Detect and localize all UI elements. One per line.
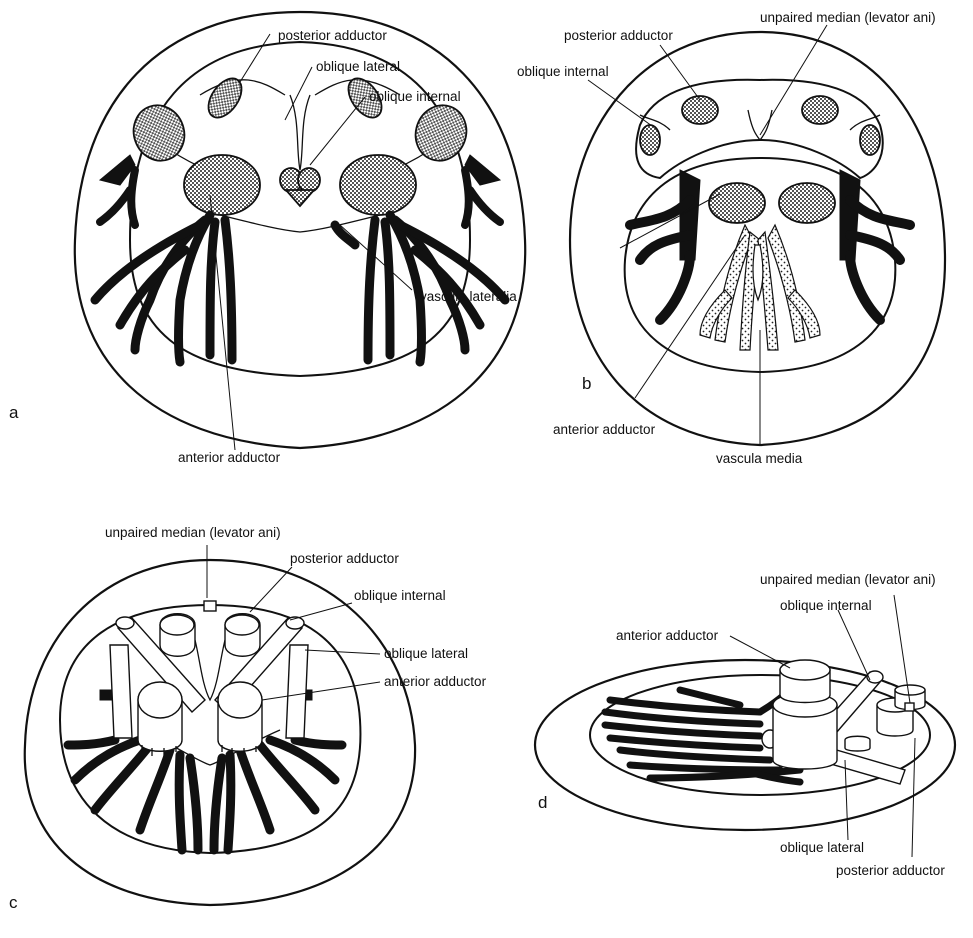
panel-a-label-vascula-lateralia: vascula lateralia — [420, 289, 517, 304]
panel-c-label-oblique-internal: oblique internal — [354, 588, 446, 603]
panel-b-label-unpaired-median: unpaired median (levator ani) — [760, 10, 936, 25]
panel-d: unpaired median (levator ani) oblique in… — [535, 572, 955, 878]
panel-b-anterior-adductor-left — [709, 183, 765, 223]
panel-b-label-oblique-internal: oblique internal — [517, 64, 609, 79]
panel-b-posterior-adductor-right — [802, 96, 838, 124]
panel-a-label-oblique-internal: oblique internal — [369, 89, 461, 104]
panel-b-label-anterior-adductor: anterior adductor — [553, 422, 656, 437]
panel-a-anterior-adductor-right — [298, 168, 320, 192]
panel-d-unpaired-median — [905, 703, 914, 711]
panel-d-label-oblique-lateral: oblique lateral — [780, 840, 864, 855]
panel-d-label-unpaired-median: unpaired median (levator ani) — [760, 572, 936, 587]
panel-d-label-anterior-adductor: anterior adductor — [616, 628, 719, 643]
panel-c-oblique-lateral-right — [286, 645, 308, 738]
panel-a-oblique-internal-left — [184, 155, 260, 215]
panel-b-posterior-adductor-left — [682, 96, 718, 124]
panel-c-label-posterior-adductor: posterior adductor — [290, 551, 399, 566]
panel-b-oblique-internal-right — [860, 125, 880, 155]
panel-c-oblique-lateral-left — [110, 645, 132, 738]
panel-a-label-posterior-adductor: posterior adductor — [278, 28, 387, 43]
panel-c-letter: c — [9, 893, 18, 912]
panel-d-label-posterior-adductor: posterior adductor — [836, 863, 945, 878]
panel-c: unpaired median (levator ani) posterior … — [9, 525, 487, 912]
panel-b-oblique-internal-left — [640, 125, 660, 155]
panel-c-label-oblique-lateral: oblique lateral — [384, 646, 468, 661]
panel-b-letter: b — [582, 374, 591, 393]
panel-c-label-anterior-adductor: anterior adductor — [384, 674, 487, 689]
panel-b: posterior adductor unpaired median (leva… — [517, 10, 945, 466]
panel-a-letter: a — [9, 403, 19, 422]
panel-c-label-unpaired-median: unpaired median (levator ani) — [105, 525, 281, 540]
panel-a: posterior adductor oblique lateral obliq… — [9, 12, 525, 465]
panel-b-anterior-adductor-right — [779, 183, 835, 223]
panel-d-letter: d — [538, 793, 547, 812]
panel-b-label-posterior-adductor: posterior adductor — [564, 28, 673, 43]
panel-a-label-oblique-lateral: oblique lateral — [316, 59, 400, 74]
panel-b-label-vascula-media: vascula media — [716, 451, 803, 466]
panel-a-oblique-internal-right — [340, 155, 416, 215]
panel-a-label-anterior-adductor: anterior adductor — [178, 450, 281, 465]
panel-d-label-oblique-internal: oblique internal — [780, 598, 872, 613]
panel-c-unpaired-median — [204, 601, 216, 611]
panel-c-inner-outline — [60, 605, 360, 853]
